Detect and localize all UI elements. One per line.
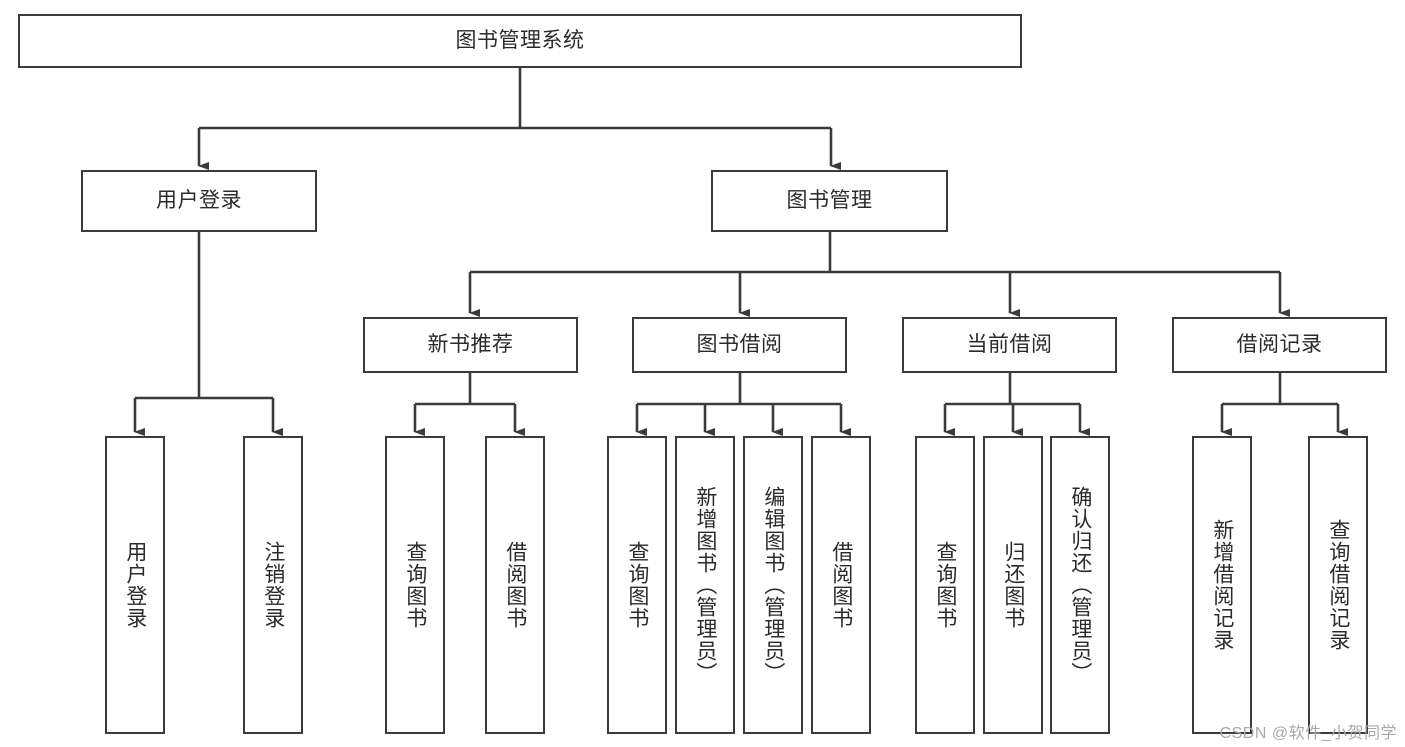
node-current-borrow-label: 当前借阅 <box>966 333 1053 357</box>
node-root-label: 图书管理系统 <box>455 29 585 53</box>
node-current-borrow[interactable]: 当前借阅 <box>902 317 1117 373</box>
node-leaf-current-confirm-return[interactable]: 确认归还（管理员） <box>1050 436 1110 734</box>
edges-bookborrow-to-leaves <box>635 373 851 436</box>
node-leaf-borrow-add-book-label: 新增图书（管理员） <box>693 486 717 684</box>
node-book-borrow-label: 图书借阅 <box>696 333 783 357</box>
node-leaf-user-login-label: 用户登录 <box>123 541 147 629</box>
node-root-system[interactable]: 图书管理系统 <box>18 14 1022 68</box>
node-book-borrow[interactable]: 图书借阅 <box>632 317 847 373</box>
node-leaf-user-logout-label: 注销登录 <box>261 541 285 629</box>
node-user-login-label: 用户登录 <box>156 189 242 213</box>
node-leaf-borrow-add-book[interactable]: 新增图书（管理员） <box>675 436 735 734</box>
node-leaf-recommend-query-book[interactable]: 查询图书 <box>385 436 445 734</box>
node-leaf-recommend-borrow-book-label: 借阅图书 <box>503 541 527 629</box>
node-leaf-record-query-label: 查询借阅记录 <box>1326 519 1350 651</box>
node-new-book-recommend-label: 新书推荐 <box>427 333 514 357</box>
node-book-management[interactable]: 图书管理 <box>711 170 948 232</box>
node-new-book-recommend[interactable]: 新书推荐 <box>363 317 578 373</box>
edges-recommend-to-leaves <box>413 373 525 436</box>
edges-userlogin-to-leaves <box>133 232 283 436</box>
node-leaf-borrow-query-book-label: 查询图书 <box>625 541 649 629</box>
node-leaf-borrow-query-book[interactable]: 查询图书 <box>607 436 667 734</box>
node-leaf-current-return-book-label: 归还图书 <box>1001 541 1025 629</box>
node-leaf-borrow-borrow-book-label: 借阅图书 <box>829 541 853 629</box>
node-leaf-recommend-borrow-book[interactable]: 借阅图书 <box>485 436 545 734</box>
node-user-login[interactable]: 用户登录 <box>81 170 317 232</box>
node-leaf-current-confirm-return-label: 确认归还（管理员） <box>1068 486 1092 684</box>
node-leaf-recommend-query-book-label: 查询图书 <box>403 541 427 629</box>
node-leaf-borrow-edit-book-label: 编辑图书（管理员） <box>761 486 785 684</box>
node-leaf-current-query-book[interactable]: 查询图书 <box>915 436 975 734</box>
edges-currentborrow-to-leaves <box>943 373 1090 436</box>
node-leaf-borrow-edit-book[interactable]: 编辑图书（管理员） <box>743 436 803 734</box>
edges-bookmgmt-to-level3 <box>468 232 1290 317</box>
node-leaf-record-query[interactable]: 查询借阅记录 <box>1308 436 1368 734</box>
node-leaf-current-query-book-label: 查询图书 <box>933 541 957 629</box>
node-leaf-borrow-borrow-book[interactable]: 借阅图书 <box>811 436 871 734</box>
csdn-watermark: CSDN @软件_小贺同学 <box>1219 725 1397 742</box>
edges-root-to-level2 <box>197 68 841 170</box>
node-borrow-record[interactable]: 借阅记录 <box>1172 317 1387 373</box>
node-leaf-record-add-label: 新增借阅记录 <box>1210 519 1234 651</box>
node-borrow-record-label: 借阅记录 <box>1236 333 1323 357</box>
edges-borrowrecord-to-leaves <box>1220 373 1348 436</box>
node-leaf-record-add[interactable]: 新增借阅记录 <box>1192 436 1252 734</box>
node-leaf-user-logout[interactable]: 注销登录 <box>243 436 303 734</box>
node-leaf-user-login[interactable]: 用户登录 <box>105 436 165 734</box>
node-book-management-label: 图书管理 <box>786 189 873 213</box>
node-leaf-current-return-book[interactable]: 归还图书 <box>983 436 1043 734</box>
